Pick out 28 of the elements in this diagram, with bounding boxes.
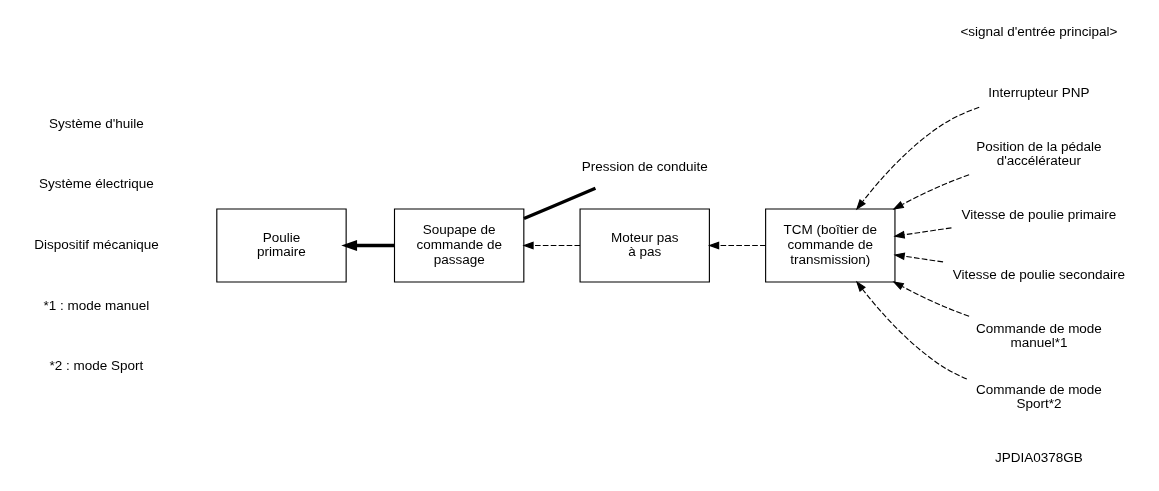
arrow [707, 241, 767, 250]
label: <signal d'entrée principal> [960, 24, 1118, 40]
connector [523, 186, 597, 221]
label: *2 : mode Sport [49, 358, 144, 374]
node-box: Soupape de commande de passage [393, 208, 525, 283]
arrow [893, 252, 944, 263]
node-text: Pression de conduite [581, 159, 708, 175]
arrow [892, 281, 970, 317]
arrow [855, 280, 968, 380]
arrow [855, 106, 980, 211]
legend-label: Système électrique [39, 176, 154, 192]
legend-label: Système d'huile [49, 115, 144, 131]
node-text: Commande de mode manuel*1 [975, 320, 1102, 351]
node-box: Moteur pas à pas [579, 208, 710, 283]
label: JPDIA0378GB [995, 449, 1083, 465]
node-box: Poulie primaire [216, 208, 347, 283]
arrow [893, 227, 952, 239]
arrow [341, 239, 395, 252]
legend-label: Dispositif mécanique [34, 236, 159, 252]
arrow [522, 241, 581, 250]
node-text: Vitesse de poulie secondaire [952, 267, 1125, 283]
node-box: TCM (boîtier de commande de transmission) [765, 208, 896, 283]
label: *1 : mode manuel [43, 297, 150, 313]
node-text: Vitesse de poulie primaire [961, 206, 1117, 222]
node-text: Interrupteur PNP [988, 85, 1090, 101]
node-text: Commande de mode Sport*2 [975, 381, 1102, 412]
node-text: Position de la pédale d'accélérateur [976, 138, 1102, 169]
arrow [892, 174, 970, 210]
